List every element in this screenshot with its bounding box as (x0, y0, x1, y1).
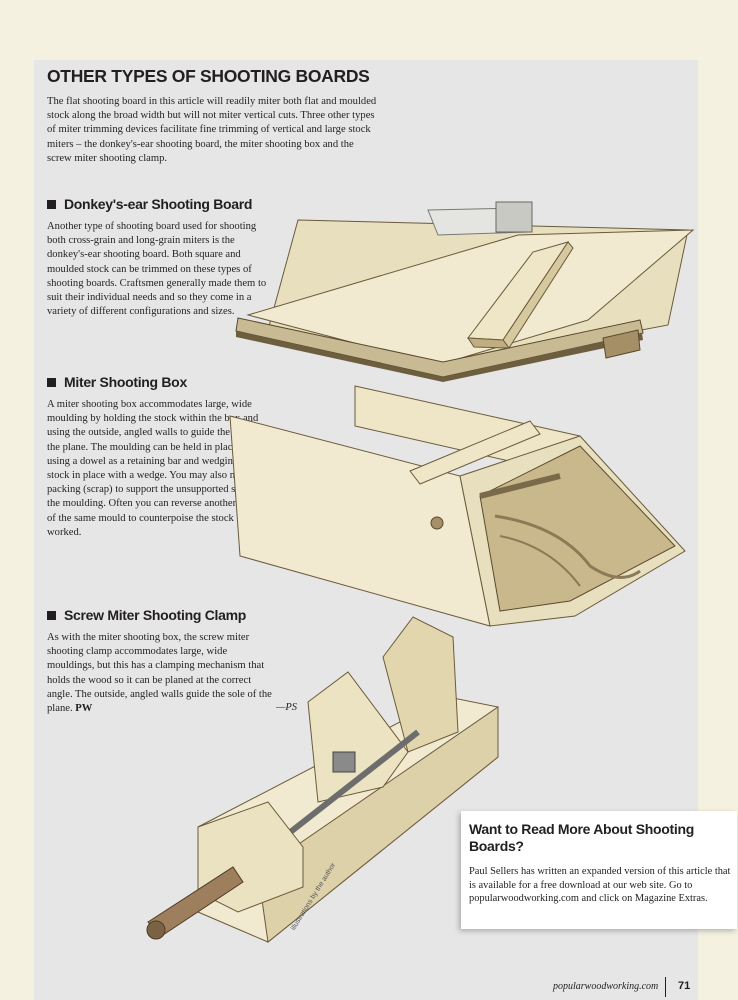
footer-divider (665, 977, 666, 997)
section-heading-text: Screw Miter Shooting Clamp (64, 607, 247, 623)
miter-shooting-box-illustration (229, 385, 686, 627)
end-mark: PW (75, 703, 93, 715)
section-heading-screw-clamp: Screw Miter Shooting Clamp (47, 607, 246, 623)
footer-website: popularwoodworking.com (553, 981, 659, 992)
callout-body: Paul Sellers has written an expanded ver… (469, 866, 731, 905)
section-heading-donkeys-ear: Donkey's-ear Shooting Board (47, 196, 252, 212)
square-bullet-icon (47, 199, 56, 209)
section-body-text: As with the miter shooting box, the scre… (47, 632, 272, 715)
section-heading-miter-box: Miter Shooting Box (47, 374, 187, 390)
callout-title: Want to Read More About Shooting Boards? (469, 821, 694, 854)
section-body-miter-box: A miter shooting box accommodates large,… (47, 399, 262, 538)
donkeys-ear-shooting-board-illustration (235, 201, 695, 382)
section-heading-text: Donkey's-ear Shooting Board (64, 196, 253, 212)
read-more-callout: Want to Read More About Shooting Boards?… (461, 811, 737, 929)
square-bullet-icon (47, 377, 56, 387)
page-number: 71 (678, 980, 691, 992)
square-bullet-icon (47, 610, 56, 620)
section-body-donkeys-ear: Another type of shooting board used for … (47, 221, 267, 318)
section-body-screw-clamp: As with the miter shooting box, the scre… (47, 631, 273, 716)
section-heading-text: Miter Shooting Box (64, 374, 187, 390)
sidebar-intro: The flat shooting board in this article … (47, 96, 377, 164)
author-signature: —PS (276, 702, 297, 713)
screw-miter-shooting-clamp-illustration (146, 616, 499, 943)
sidebar-title: OTHER TYPES OF SHOOTING BOARDS (47, 66, 370, 86)
